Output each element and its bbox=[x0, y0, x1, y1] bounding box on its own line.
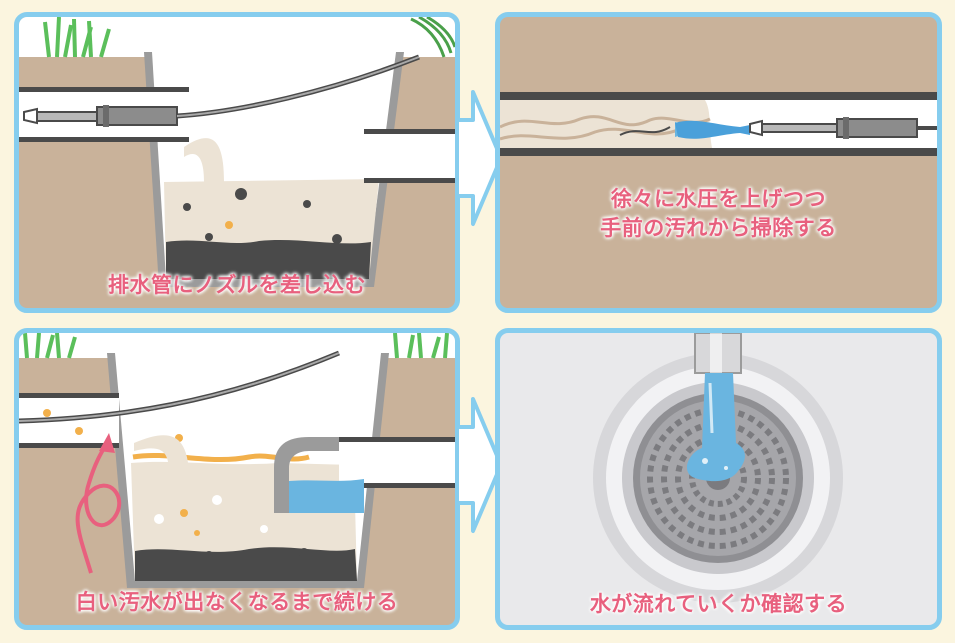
step-3-caption: 白い汚水が出なくなるまで続ける bbox=[75, 590, 399, 614]
debris-dots bbox=[183, 188, 342, 244]
step-1-illustration bbox=[19, 17, 455, 287]
step-2-caption-line-2: 手前の汚れから掃除する bbox=[600, 216, 837, 240]
step-2-illustration bbox=[500, 92, 937, 156]
pressure-washer-nozzle-icon bbox=[749, 117, 918, 139]
step-3-illustration bbox=[19, 333, 455, 588]
step-2-caption-line-1: 徐々に水圧を上げつつ bbox=[611, 187, 826, 211]
step-4-caption: 水が流れていくか確認する bbox=[589, 592, 848, 616]
step-4-illustration bbox=[593, 333, 843, 603]
step-3-panel: 白い汚水が出なくなるまで続ける bbox=[14, 328, 460, 630]
pressure-washer-nozzle-icon bbox=[23, 105, 178, 127]
grass-icon bbox=[23, 333, 449, 359]
swirl-arrow-icon bbox=[75, 441, 122, 574]
step-1-panel: 排水管にノズルを差し込む bbox=[14, 12, 460, 313]
right-arrow-icon bbox=[455, 397, 503, 533]
step-4-panel: 水が流れていくか確認する bbox=[495, 328, 942, 630]
hose-coil-icon bbox=[410, 17, 455, 58]
faucet-icon bbox=[694, 333, 742, 374]
step-1-caption: 排水管にノズルを差し込む bbox=[108, 273, 366, 297]
water-stream bbox=[686, 373, 745, 482]
right-arrow-icon bbox=[455, 90, 503, 226]
step-2-panel: 徐々に水圧を上げつつ 手前の汚れから掃除する bbox=[495, 12, 942, 313]
grass-icon bbox=[43, 17, 111, 58]
